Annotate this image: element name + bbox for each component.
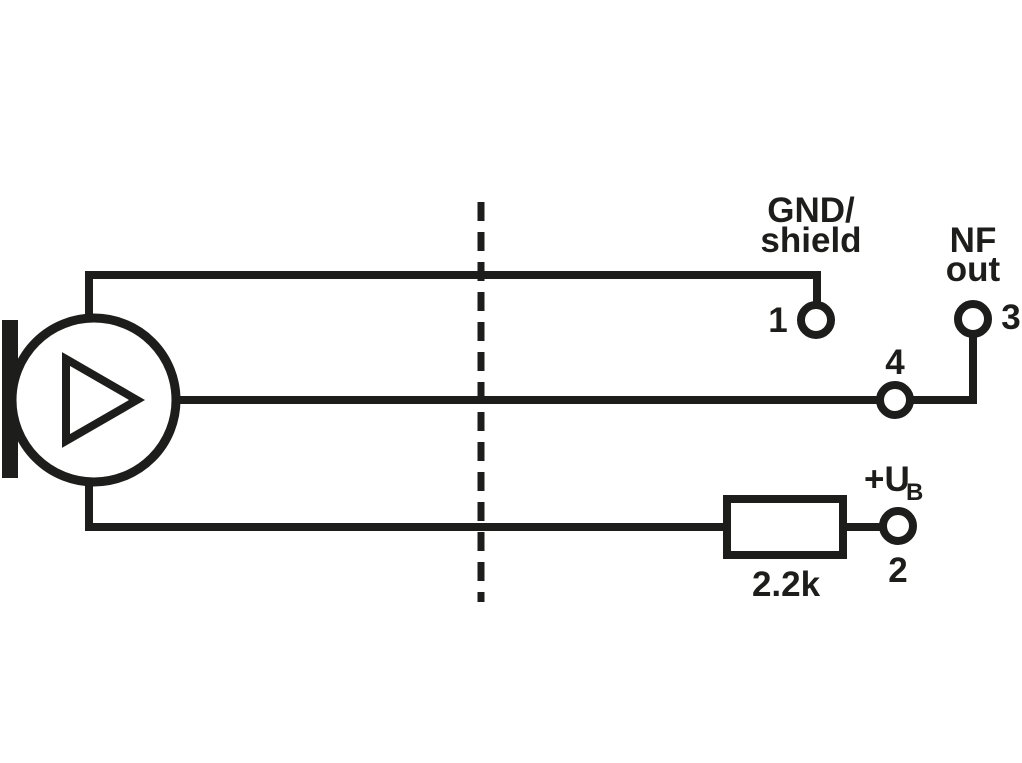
resistor-value-label: 2.2k [752, 565, 821, 604]
terminal-3-circle [954, 300, 992, 338]
label-shield: shield [760, 221, 861, 260]
resistor-body [723, 495, 847, 559]
label-gnd: GND/ [767, 191, 855, 230]
label-supply-main: +U [864, 460, 910, 499]
label-supply-subscript: B [906, 479, 923, 506]
schematic-ink-group [2, 202, 992, 602]
amplifier-triangle-icon [62, 352, 145, 448]
wire-gnd [85, 271, 821, 316]
mic-body-circle [7, 313, 181, 487]
terminal-1-circle [797, 301, 835, 339]
schematic-labels-group: GND/ shield NF out 1 4 3 2 2.2k +U B [752, 191, 1021, 604]
label-supply-voltage: +U B [864, 460, 923, 506]
label-nf: NF [950, 221, 997, 260]
microphone-symbol [2, 313, 181, 487]
pin-number-2: 2 [888, 551, 907, 590]
pin-number-4: 4 [885, 343, 905, 382]
wire-nf-out [176, 330, 977, 404]
terminal-2-circle [879, 507, 917, 545]
label-out: out [946, 250, 1001, 289]
pin-number-1: 1 [768, 301, 787, 340]
pin-number-3: 3 [1001, 298, 1020, 337]
wire-supply [85, 482, 890, 531]
terminal-4-circle [876, 381, 914, 419]
